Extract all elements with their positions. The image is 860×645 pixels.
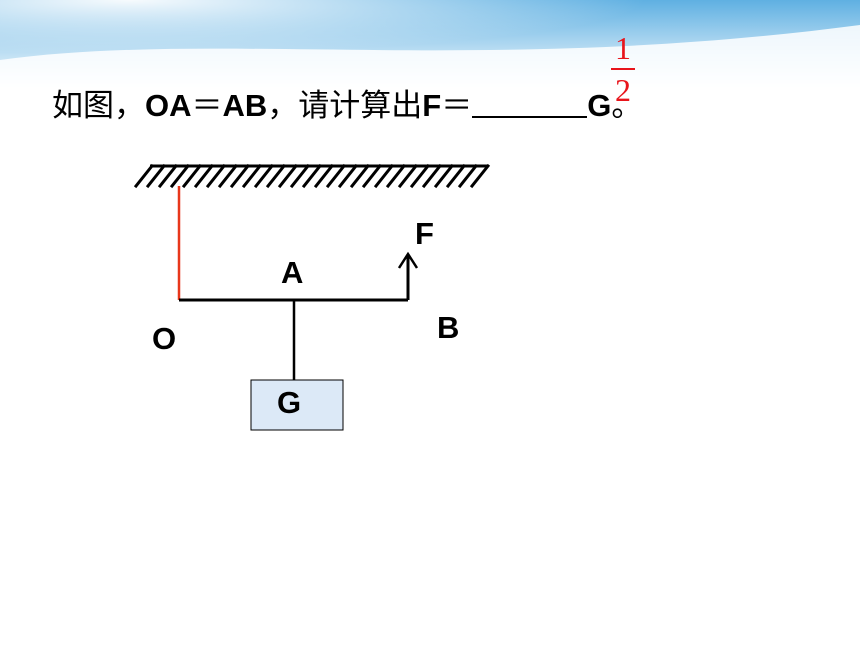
question-prefix: 如图， (52, 88, 145, 123)
label-o: O (152, 321, 176, 356)
unit-g: G (587, 88, 612, 123)
period: 。 (611, 88, 643, 123)
label-f: F (415, 216, 434, 251)
label-a: A (281, 255, 303, 290)
question-middle: 请计算出 (298, 88, 423, 123)
segment-ab: AB (222, 88, 268, 123)
ceiling-hatch (361, 163, 383, 189)
ceiling-hatch (325, 163, 347, 189)
ceiling-hatch (421, 163, 443, 189)
fraction-numerator: 1 (615, 30, 631, 66)
ceiling-hatch (145, 163, 167, 189)
ceiling-hatch (349, 163, 371, 189)
ceiling-hatch (169, 163, 191, 189)
ceiling-hatch (457, 163, 479, 189)
ceiling-hatch (133, 163, 155, 189)
ceiling-hatch (433, 163, 455, 189)
force-symbol: F (422, 88, 442, 123)
label-b: B (437, 310, 459, 345)
sky-banner (0, 0, 860, 90)
ceiling-hatch (385, 163, 407, 189)
ceiling-hatch (229, 163, 251, 189)
ceiling (133, 163, 491, 189)
ceiling-hatch (409, 163, 431, 189)
comma: ， (267, 88, 299, 123)
force-arrow (397, 251, 419, 300)
fraction-denominator: 2 (615, 72, 631, 108)
weight-box (250, 379, 344, 431)
ceiling-hatch (193, 163, 215, 189)
fraction-bar (611, 68, 635, 70)
label-g: G (277, 385, 301, 420)
ceiling-hatch (445, 163, 467, 189)
segment-oa: OA (145, 88, 192, 123)
ceiling-hatch (469, 163, 491, 189)
ceiling-hatch (157, 163, 179, 189)
ceiling-hatch (181, 163, 203, 189)
ceiling-hatch (205, 163, 227, 189)
ceiling-hatch (265, 163, 287, 189)
answer-fraction: 1 2 (603, 32, 643, 106)
ceiling-hatch (301, 163, 323, 189)
ceiling-hatch (337, 163, 359, 189)
ceiling-hatch (397, 163, 419, 189)
ceiling-hatch (277, 163, 299, 189)
ceiling-hatch (253, 163, 275, 189)
equals-sign-1: ＝ (191, 88, 223, 123)
ceiling-hatch (373, 163, 395, 189)
answer-blank (472, 86, 588, 118)
ceiling-hatch (313, 163, 335, 189)
ceiling-hatch (217, 163, 239, 189)
ceiling-hatch (241, 163, 263, 189)
ceiling-hatch (289, 163, 311, 189)
equals-sign-2: ＝ (441, 88, 473, 123)
question-text: 如图，OA＝AB，请计算出F＝G。 (52, 80, 642, 125)
